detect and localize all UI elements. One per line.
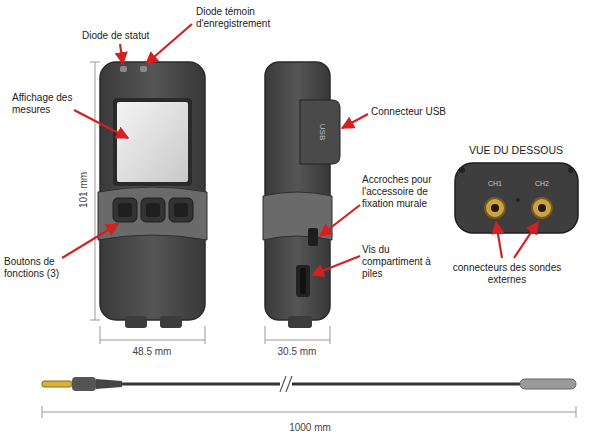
callout-label: Boutons de fonctions (3)	[4, 256, 64, 280]
callout-label: Diode témoin d'enregistrement	[196, 6, 276, 30]
callout-label: Affichage des mesures	[12, 92, 78, 116]
channel-marking: CH1	[488, 180, 502, 188]
dimension-label: 48.5 mm	[131, 346, 174, 358]
channel-marking: CH2	[535, 180, 549, 188]
callout-label: Vis du compartiment à piles	[362, 244, 442, 280]
callout-label: Connecteur USB	[371, 106, 461, 118]
callout-label: Accroches pour l'accessoire de fixation …	[362, 174, 448, 210]
view-heading: VUE DU DESSOUS	[469, 144, 563, 157]
dimension-label: 101 mm	[78, 170, 90, 210]
callout-label: connecteurs des sondes externes	[452, 262, 562, 286]
dimension-label: 1000 mm	[287, 422, 333, 434]
callout-label: Diode de statut	[82, 30, 162, 42]
dimension-label: 30.5 mm	[276, 346, 319, 358]
connector-marking: USB	[317, 124, 327, 140]
